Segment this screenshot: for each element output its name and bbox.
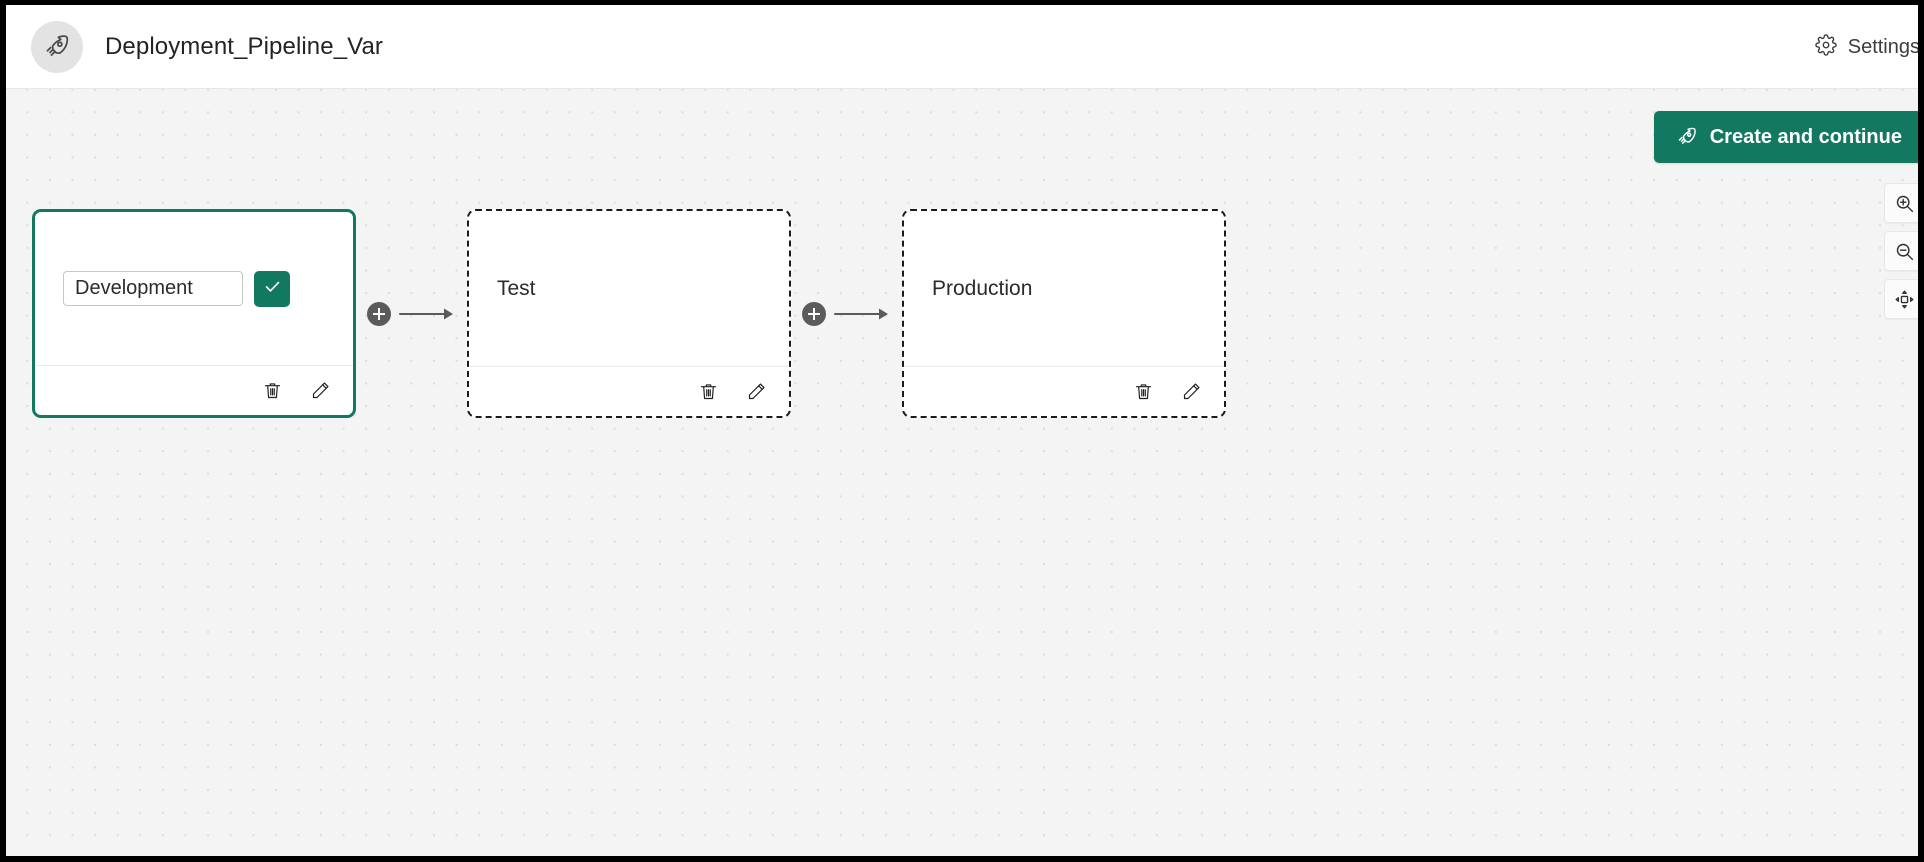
delete-stage-button[interactable]: [257, 376, 287, 406]
confirm-stage-name-button[interactable]: [254, 270, 290, 307]
stage-footer: [904, 366, 1224, 416]
pencil-icon: [1181, 381, 1202, 402]
zoom-out-button[interactable]: [1884, 231, 1918, 271]
arrow-right-icon: [398, 307, 456, 321]
pencil-icon: [310, 380, 331, 401]
stage-body: Production: [904, 211, 1224, 366]
pencil-icon: [746, 381, 767, 402]
pipeline-canvas[interactable]: Create and continue: [6, 89, 1918, 856]
edit-stage-button[interactable]: [741, 377, 771, 407]
pipeline-stage-test[interactable]: Test: [467, 209, 791, 418]
gear-icon: [1814, 33, 1837, 61]
stage-name-label: Production: [932, 276, 1033, 300]
rocket-icon: [1676, 126, 1698, 148]
app-icon-badge: [31, 20, 83, 73]
add-stage-button[interactable]: [367, 301, 391, 326]
delete-stage-button[interactable]: [1128, 377, 1158, 407]
trash-icon: [262, 380, 283, 401]
zoom-in-icon: [1894, 193, 1915, 214]
edit-stage-button[interactable]: [305, 376, 335, 406]
create-and-continue-label: Create and continue: [1709, 125, 1902, 148]
zoom-in-button[interactable]: [1884, 183, 1918, 223]
trash-icon: [698, 381, 719, 402]
edit-stage-button[interactable]: [1176, 377, 1206, 407]
page-title: Deployment_Pipeline_Var: [105, 32, 384, 60]
header-actions: Settings: [1814, 5, 1920, 89]
check-icon: [263, 277, 282, 301]
connector-dev-to-test: [356, 209, 467, 418]
arrow-right-icon: [833, 307, 891, 321]
stage-footer: [35, 365, 353, 415]
stage-name-label: Test: [497, 276, 536, 300]
stage-name-editor: [63, 270, 290, 307]
stage-body: [35, 212, 353, 365]
rocket-icon: [43, 33, 71, 61]
canvas-zoom-controls: [1884, 183, 1918, 319]
settings-button[interactable]: Settings: [1814, 33, 1920, 61]
fit-to-screen-button[interactable]: [1884, 279, 1918, 319]
pipeline-stage-development[interactable]: [32, 209, 356, 418]
stage-name-input[interactable]: [63, 271, 243, 306]
create-and-continue-button[interactable]: Create and continue: [1653, 111, 1918, 163]
delete-stage-button[interactable]: [693, 377, 723, 407]
settings-label: Settings: [1847, 35, 1920, 58]
stage-footer: [469, 366, 789, 416]
zoom-out-icon: [1894, 241, 1915, 262]
pipeline-stage-production[interactable]: Production: [902, 209, 1226, 418]
add-stage-button[interactable]: [802, 301, 826, 326]
stage-body: Test: [469, 211, 789, 366]
pipeline-flow: Test: [32, 209, 1226, 418]
app-header: Deployment_Pipeline_Var Settings: [6, 5, 1918, 89]
connector-test-to-production: [791, 209, 902, 418]
trash-icon: [1133, 381, 1154, 402]
fit-to-screen-icon: [1894, 289, 1915, 310]
